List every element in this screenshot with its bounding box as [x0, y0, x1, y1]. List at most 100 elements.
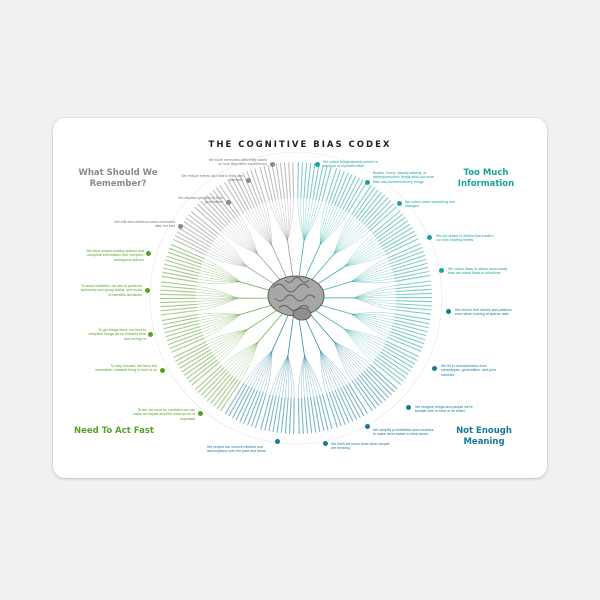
bias-label-stroke — [358, 374, 383, 404]
tree-leaf-branch — [344, 238, 377, 267]
tree-leaf-branch — [319, 204, 332, 246]
bias-label-stroke — [300, 397, 304, 434]
tree-leaf-branch — [351, 313, 393, 324]
bias-label-stroke — [293, 397, 295, 434]
tree-leaf-branch — [287, 198, 289, 241]
bias-label-stroke — [316, 395, 325, 432]
tree-leaf-branch — [225, 226, 258, 255]
bias-label-stroke — [239, 388, 256, 423]
meaning-node-label: We imagine things and people we're famil… — [415, 405, 473, 414]
bias-label-stroke — [395, 280, 432, 287]
tree-leaf-branch — [344, 329, 374, 362]
tree-leaf-branch — [213, 329, 248, 356]
tree-leaf-branch — [223, 341, 259, 368]
bias-label-stroke — [263, 165, 273, 201]
tree-leaf-branch — [320, 350, 344, 387]
bias-wheel — [149, 151, 443, 445]
tree-leaf-branch — [249, 350, 273, 387]
tree-leaf-branch — [319, 209, 343, 246]
tree-leaf-branch — [248, 209, 272, 246]
tree-leaf-branch — [251, 208, 272, 246]
tree-leaf-branch — [334, 341, 369, 368]
bias-label-stroke — [168, 331, 203, 346]
tree-leaf-branch — [319, 212, 349, 246]
tree-leaf-branch — [344, 329, 382, 350]
tree-leaf-branch — [333, 224, 364, 255]
tree-leaf-branch — [351, 269, 392, 282]
bias-label-stroke — [169, 334, 204, 350]
bias-label-stroke — [173, 238, 207, 256]
bias-label-stroke — [160, 289, 197, 293]
bias-label-stroke — [160, 309, 197, 316]
bias-label-stroke — [334, 389, 350, 424]
bias-label-stroke — [363, 197, 389, 225]
tree-leaf-branch — [287, 355, 292, 398]
tree-leaf-branch — [287, 355, 295, 398]
tree-leaf-branch — [351, 266, 391, 282]
bias-label-stroke — [250, 169, 264, 204]
bias-label-stroke — [393, 270, 430, 279]
tree-leaf-branch — [353, 297, 396, 311]
bias-label-stroke — [276, 396, 283, 433]
bias-label-stroke — [328, 169, 342, 204]
bias-label-stroke — [216, 379, 239, 410]
bias-label-stroke — [331, 391, 346, 425]
bias-label-stroke — [372, 210, 401, 235]
tree-leaf-branch — [278, 355, 289, 397]
tree-leaf-branch — [287, 198, 291, 241]
tree-leaf-branch — [196, 298, 239, 308]
tree-leaf-branch — [333, 226, 366, 255]
bias-label-stroke — [392, 322, 428, 333]
bias-label-stroke — [394, 313, 431, 321]
tree-leaf-branch — [333, 218, 357, 255]
bias-label-stroke — [360, 194, 386, 223]
bias-label-stroke — [200, 200, 227, 228]
memory-node-label: We reduce events and lists to their key … — [181, 174, 243, 183]
tree-leaf-branch — [334, 341, 367, 370]
bias-label-stroke — [242, 172, 258, 207]
tree-leaf-branch — [351, 275, 394, 282]
quadrant-act-title: Need To Act Fast — [74, 426, 154, 436]
bias-label-stroke — [381, 227, 413, 247]
tree-leaf-branch — [211, 244, 248, 267]
bias-label-stroke — [385, 238, 419, 255]
tree-leaf-branch — [320, 350, 336, 391]
tree-leaf-branch — [201, 314, 241, 330]
bias-label-stroke — [160, 300, 197, 304]
bias-label-stroke — [220, 380, 241, 412]
bias-label-stroke — [197, 203, 225, 230]
bias-label-stroke — [377, 220, 409, 242]
bias-label-stroke — [174, 235, 208, 253]
tree-leaf-branch — [204, 314, 241, 339]
quadrant-memory-title: What Should We Remember? — [78, 168, 158, 189]
bias-label-stroke — [231, 177, 250, 211]
act-node-dot — [145, 288, 150, 293]
tree-leaf-branch — [197, 281, 241, 284]
bias-label-stroke — [163, 320, 199, 330]
bias-label-stroke — [185, 217, 216, 240]
tree-leaf-branch — [196, 298, 239, 302]
bias-label-stroke — [384, 234, 417, 253]
tree-leaf-branch — [320, 350, 330, 393]
tree-leaf-branch — [235, 341, 259, 378]
bias-label-stroke — [382, 230, 415, 250]
tree-leaf-branch — [272, 355, 289, 396]
bias-label-stroke — [165, 259, 201, 271]
bias-label-stroke — [181, 351, 213, 373]
bias-label-stroke — [190, 210, 220, 235]
bias-label-stroke — [200, 369, 227, 396]
tree-leaf-branch — [278, 199, 288, 241]
bias-label-stroke — [213, 377, 236, 407]
bias-label-stroke — [209, 192, 234, 222]
info-node-label: We notice flaws in others more easily th… — [448, 267, 508, 276]
tree-leaf-branch — [344, 248, 384, 267]
memory-node-dot — [178, 224, 183, 229]
bias-label-stroke — [309, 163, 316, 200]
tree-leaf-branch — [265, 350, 273, 394]
bias-label-stroke — [395, 303, 432, 307]
bias-label-stroke — [395, 306, 432, 311]
bias-label-stroke — [395, 300, 432, 303]
tree-leaf-branch — [334, 341, 371, 365]
tree-leaf-branch — [351, 312, 395, 315]
tree-leaf-branch — [301, 355, 305, 398]
